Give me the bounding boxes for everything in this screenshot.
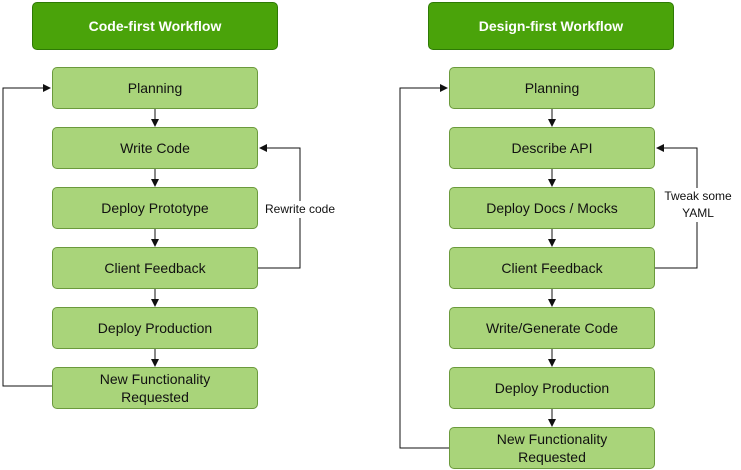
arrow-new-functionality-loop-to-planning <box>2 84 52 387</box>
design-first-step-describe-api: Describe API <box>449 127 655 169</box>
code-first-step-deploy-prototype: Deploy Prototype <box>52 187 258 229</box>
design-first-step-deploy-docs-mocks: Deploy Docs / Mocks <box>449 187 655 229</box>
code-first-step-write-code: Write Code <box>52 127 258 169</box>
design-first-step-write-generate-code: Write/Generate Code <box>449 307 655 349</box>
code-first-title: Code-first Workflow <box>32 2 278 50</box>
design-first-title: Design-first Workflow <box>428 2 674 50</box>
arrow-new-functionality-loop-to-planning <box>399 84 449 449</box>
code-first-loop-label: Rewrite code <box>262 201 338 218</box>
design-first-step-deploy-production: Deploy Production <box>449 367 655 409</box>
design-first-step-client-feedback: Client Feedback <box>449 247 655 289</box>
code-first-step-planning: Planning <box>52 67 258 109</box>
design-first-step-planning: Planning <box>449 67 655 109</box>
code-first-step-new-functionality: New Functionality Requested <box>52 367 258 409</box>
design-first-step-new-functionality: New Functionality Requested <box>449 427 655 469</box>
code-first-step-deploy-production: Deploy Production <box>52 307 258 349</box>
code-first-step-client-feedback: Client Feedback <box>52 247 258 289</box>
design-first-loop-label: Tweak some YAML <box>660 188 736 222</box>
